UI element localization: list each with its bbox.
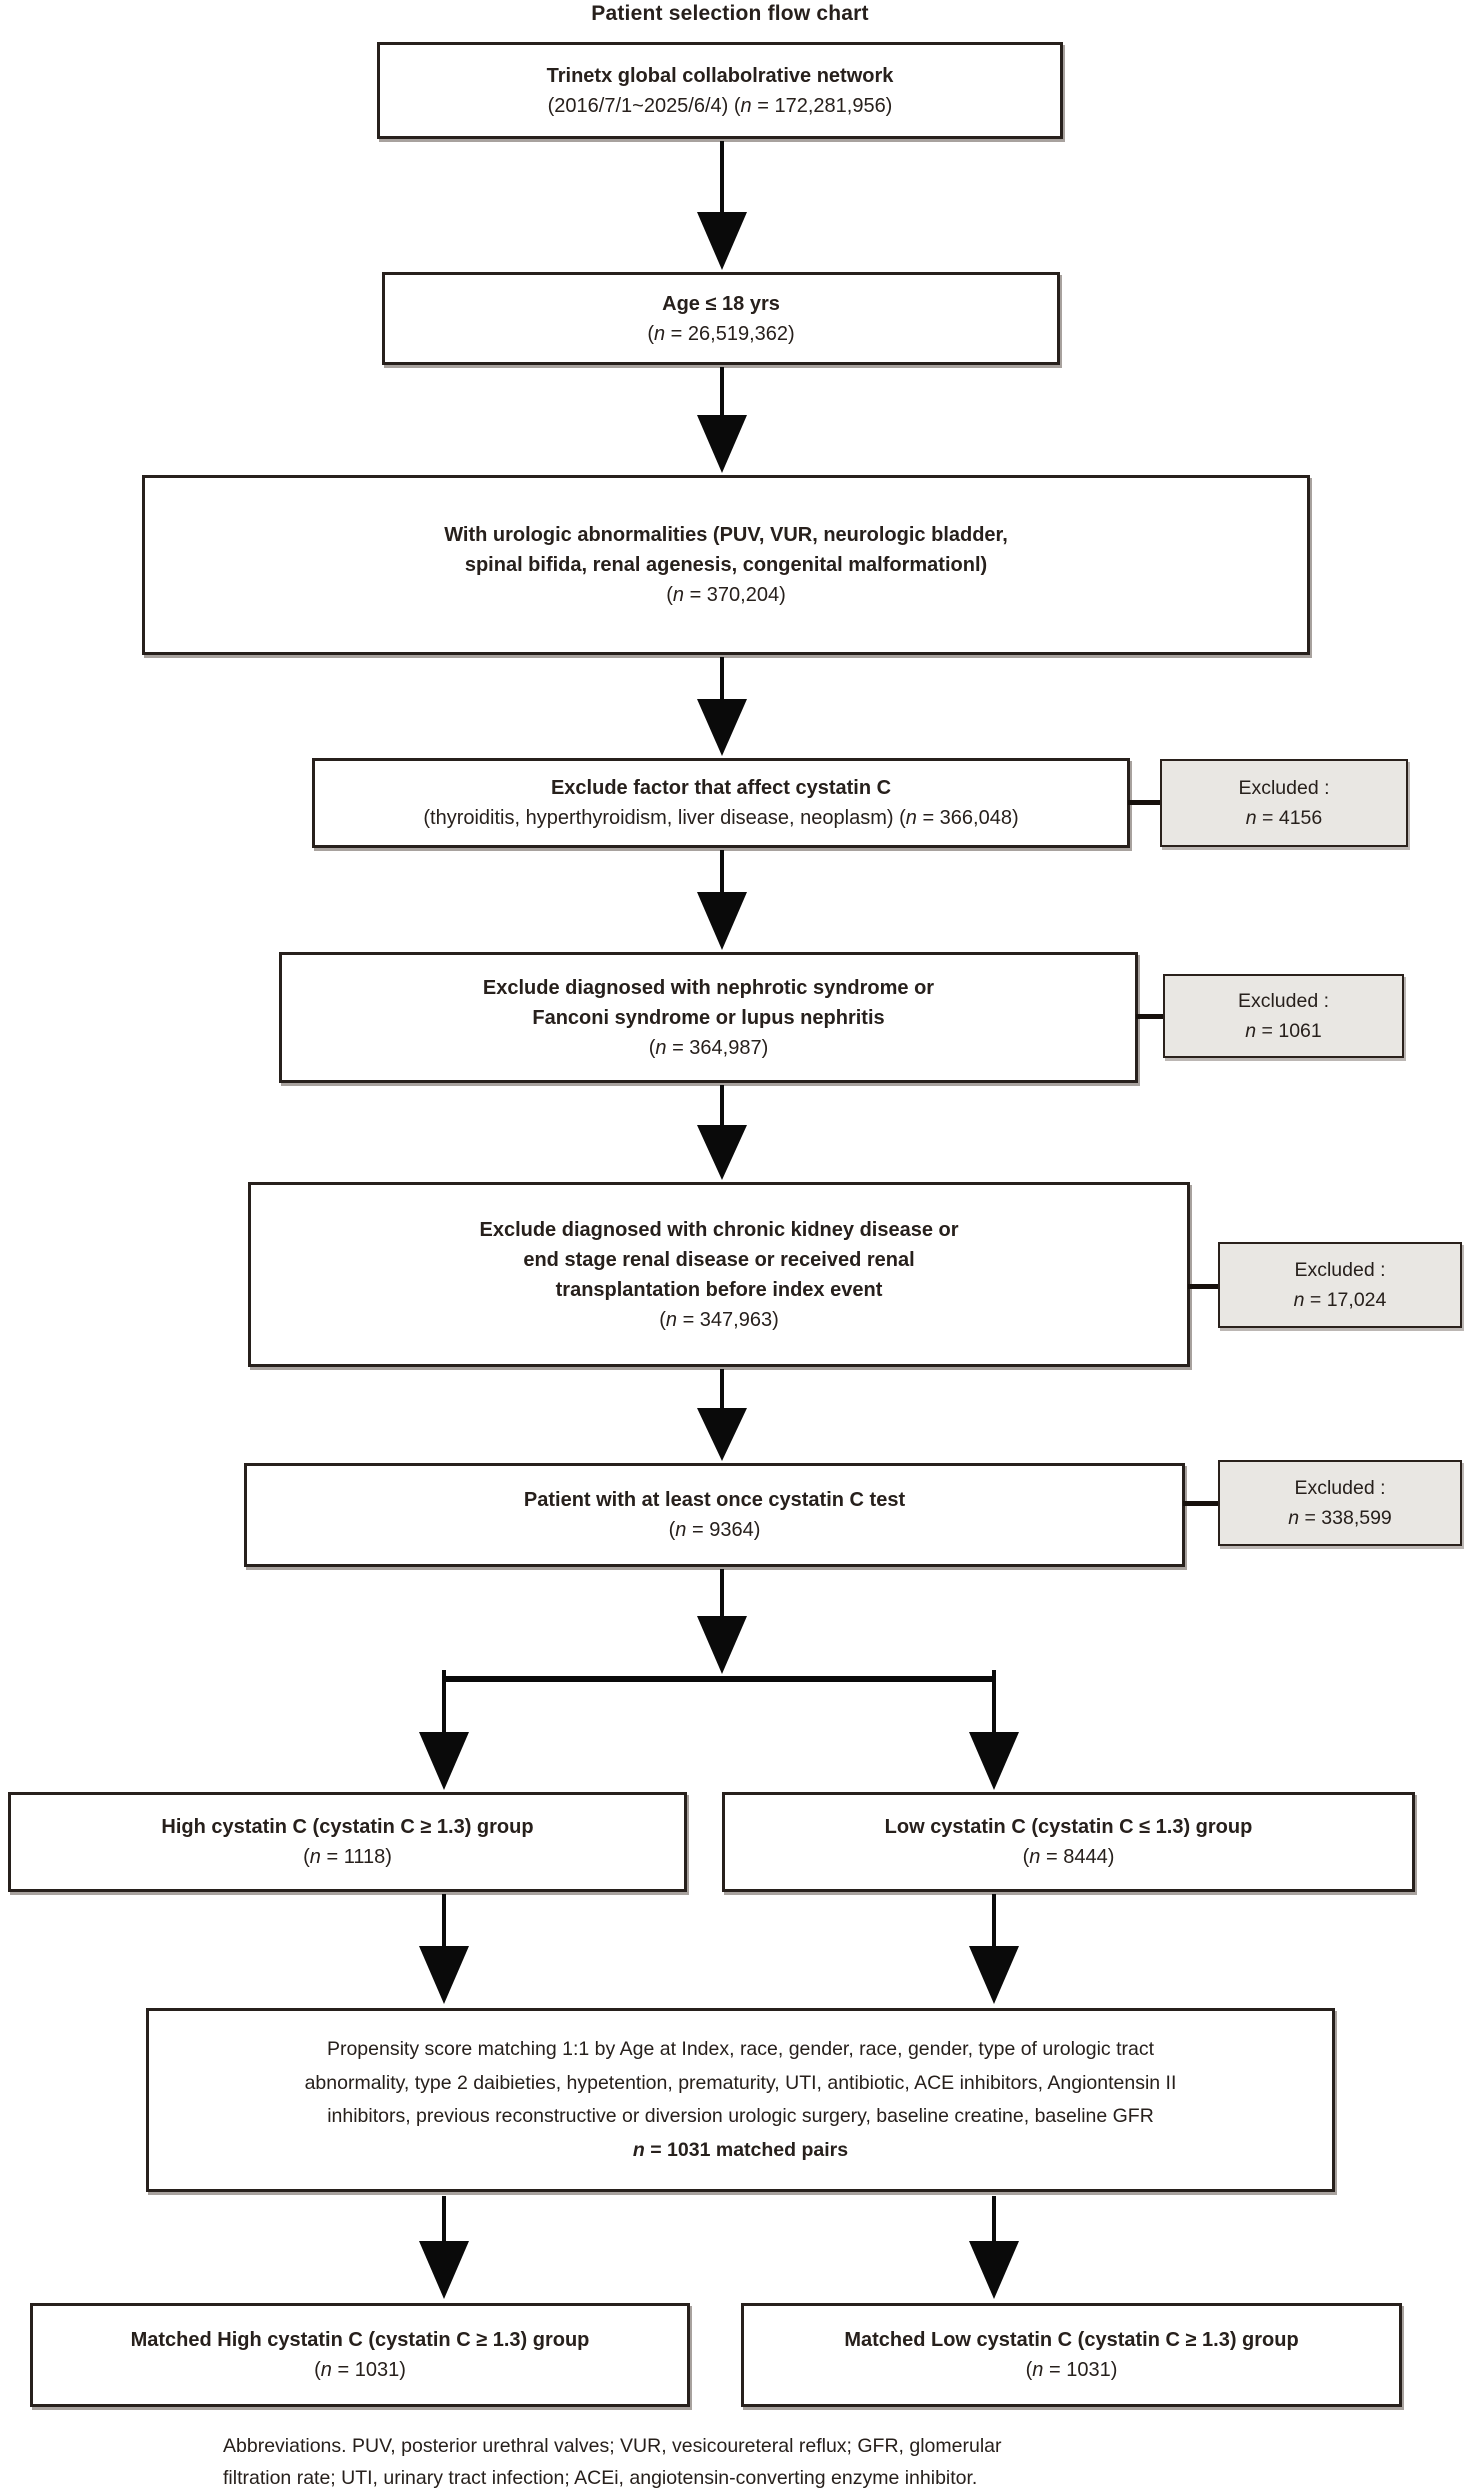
flow-box-line: (n = 9364) (668, 1519, 761, 1541)
excluded-box: Excluded : n = 1061 (1163, 974, 1404, 1058)
flow-box-line: Low cystatin C (cystatin C ≤ 1.3) group (884, 1816, 1253, 1838)
arrow-down (694, 1569, 750, 1674)
flow-box-line: (n = 1118) (303, 1846, 392, 1868)
flow-box-line: Exclude factor that affect cystatin C (550, 777, 892, 799)
flow-box-matching: Propensity score matching 1:1 by Age at … (146, 2008, 1335, 2192)
flow-box-line: Trinetx global collabolrative network (546, 64, 894, 87)
flow-box-network: Trinetx global collabolrative network (20… (377, 42, 1063, 139)
flow-box-cystatin-test: Patient with at least once cystatin C te… (244, 1463, 1185, 1567)
excluded-box: Excluded : n = 4156 (1160, 759, 1408, 847)
flow-box-line: (n = 1031) (314, 2359, 406, 2381)
excluded-connector (1136, 1014, 1165, 1019)
abbreviations-line-1: Abbreviations. PUV, posterior urethral v… (223, 2435, 1002, 2457)
flow-box-line: Propensity score matching 1:1 by Age at … (326, 2038, 1155, 2060)
flow-box-line: Matched High cystatin C (cystatin C ≥ 1.… (130, 2329, 590, 2351)
excluded-box: Excluded : n = 17,024 (1218, 1242, 1462, 1328)
excluded-connector (1188, 1284, 1220, 1289)
flow-box-line: (n = 347,963) (659, 1308, 779, 1331)
excluded-label: Excluded : (1294, 1259, 1386, 1281)
arrow-down (694, 1369, 750, 1461)
arrow-down (416, 1670, 472, 1790)
arrow-down (694, 367, 750, 473)
flow-box-line: (thyroiditis, hyperthyroidism, liver dis… (423, 807, 1019, 829)
flow-box-line: (n = 364,987) (648, 1036, 769, 1059)
flow-box-line: spinal bifida, renal agenesis, congenita… (464, 554, 988, 576)
excluded-count: n = 338,599 (1288, 1507, 1392, 1529)
flow-box-high-group: High cystatin C (cystatin C ≥ 1.3) group… (8, 1792, 687, 1892)
arrow-down (694, 850, 750, 950)
flow-box-exclude-nephrotic: Exclude diagnosed with nephrotic syndrom… (279, 952, 1138, 1083)
flow-box-line: (n = 8444) (1022, 1846, 1115, 1868)
excluded-label: Excluded : (1294, 1477, 1386, 1499)
excluded-count: n = 4156 (1245, 807, 1323, 829)
abbreviations-line-2: filtration rate; UTI, urinary tract infe… (223, 2467, 978, 2489)
arrow-down (966, 2196, 1022, 2299)
flow-box-line: (n = 370,204) (666, 584, 786, 606)
excluded-connector (1128, 800, 1162, 805)
flow-box-line: Patient with at least once cystatin C te… (523, 1489, 906, 1511)
arrow-down (694, 657, 750, 756)
flow-box-line: Fanconi syndrome or lupus nephritis (532, 1006, 885, 1029)
arrow-down (694, 141, 750, 270)
flow-box-exclude-ckd: Exclude diagnosed with chronic kidney di… (248, 1182, 1190, 1367)
flow-box-line: High cystatin C (cystatin C ≥ 1.3) group (161, 1816, 534, 1838)
flow-box-age: Age ≤ 18 yrs (n = 26,519,362) (382, 272, 1060, 365)
flow-box-line: transplantation before index event (555, 1278, 883, 1301)
excluded-label: Excluded : (1237, 990, 1330, 1012)
excluded-connector (1183, 1501, 1220, 1506)
flow-box-line: n = 1031 matched pairs (632, 2138, 849, 2161)
arrow-down (966, 1894, 1022, 2004)
arrow-down (416, 1894, 472, 2004)
flow-box-urologic: With urologic abnormalities (PUV, VUR, n… (142, 475, 1310, 655)
flow-box-line: inhibitors, previous reconstructive or d… (327, 2105, 1154, 2127)
excluded-label: Excluded : (1238, 777, 1330, 799)
flow-box-line: (n = 26,519,362) (647, 322, 795, 345)
excluded-count: n = 17,024 (1293, 1289, 1387, 1311)
arrow-down (694, 1085, 750, 1180)
flow-box-line: (n = 1031) (1025, 2359, 1118, 2381)
flow-box-line: abnormality, type 2 daibieties, hypetent… (304, 2071, 1177, 2094)
excluded-box: Excluded : n = 338,599 (1218, 1460, 1462, 1546)
split-connector (442, 1676, 996, 1682)
figure-title: Patient selection flow chart (591, 2, 869, 25)
flow-box-matched-high: Matched High cystatin C (cystatin C ≥ 1.… (30, 2303, 690, 2407)
abbreviations-note: Abbreviations. PUV, posterior urethral v… (223, 2430, 1323, 2492)
flow-box-line: Age ≤ 18 yrs (662, 292, 780, 315)
flow-box-exclude-factors: Exclude factor that affect cystatin C (th… (312, 758, 1130, 848)
flow-box-line: Matched Low cystatin C (cystatin C ≥ 1.3… (844, 2329, 1299, 2351)
flow-box-low-group: Low cystatin C (cystatin C ≤ 1.3) group (… (722, 1792, 1415, 1892)
flow-box-line: With urologic abnormalities (PUV, VUR, n… (444, 524, 1008, 546)
flow-box-line: end stage renal disease or received rena… (523, 1248, 915, 1271)
flow-box-line: (2016/7/1~2025/6/4) (n = 172,281,956) (547, 94, 893, 117)
flow-box-line: Exclude diagnosed with chronic kidney di… (479, 1218, 959, 1241)
arrow-down (416, 2196, 472, 2299)
flow-box-line: Exclude diagnosed with nephrotic syndrom… (482, 976, 935, 999)
excluded-count: n = 1061 (1245, 1020, 1322, 1042)
arrow-down (966, 1670, 1022, 1790)
flow-box-matched-low: Matched Low cystatin C (cystatin C ≥ 1.3… (741, 2303, 1402, 2407)
